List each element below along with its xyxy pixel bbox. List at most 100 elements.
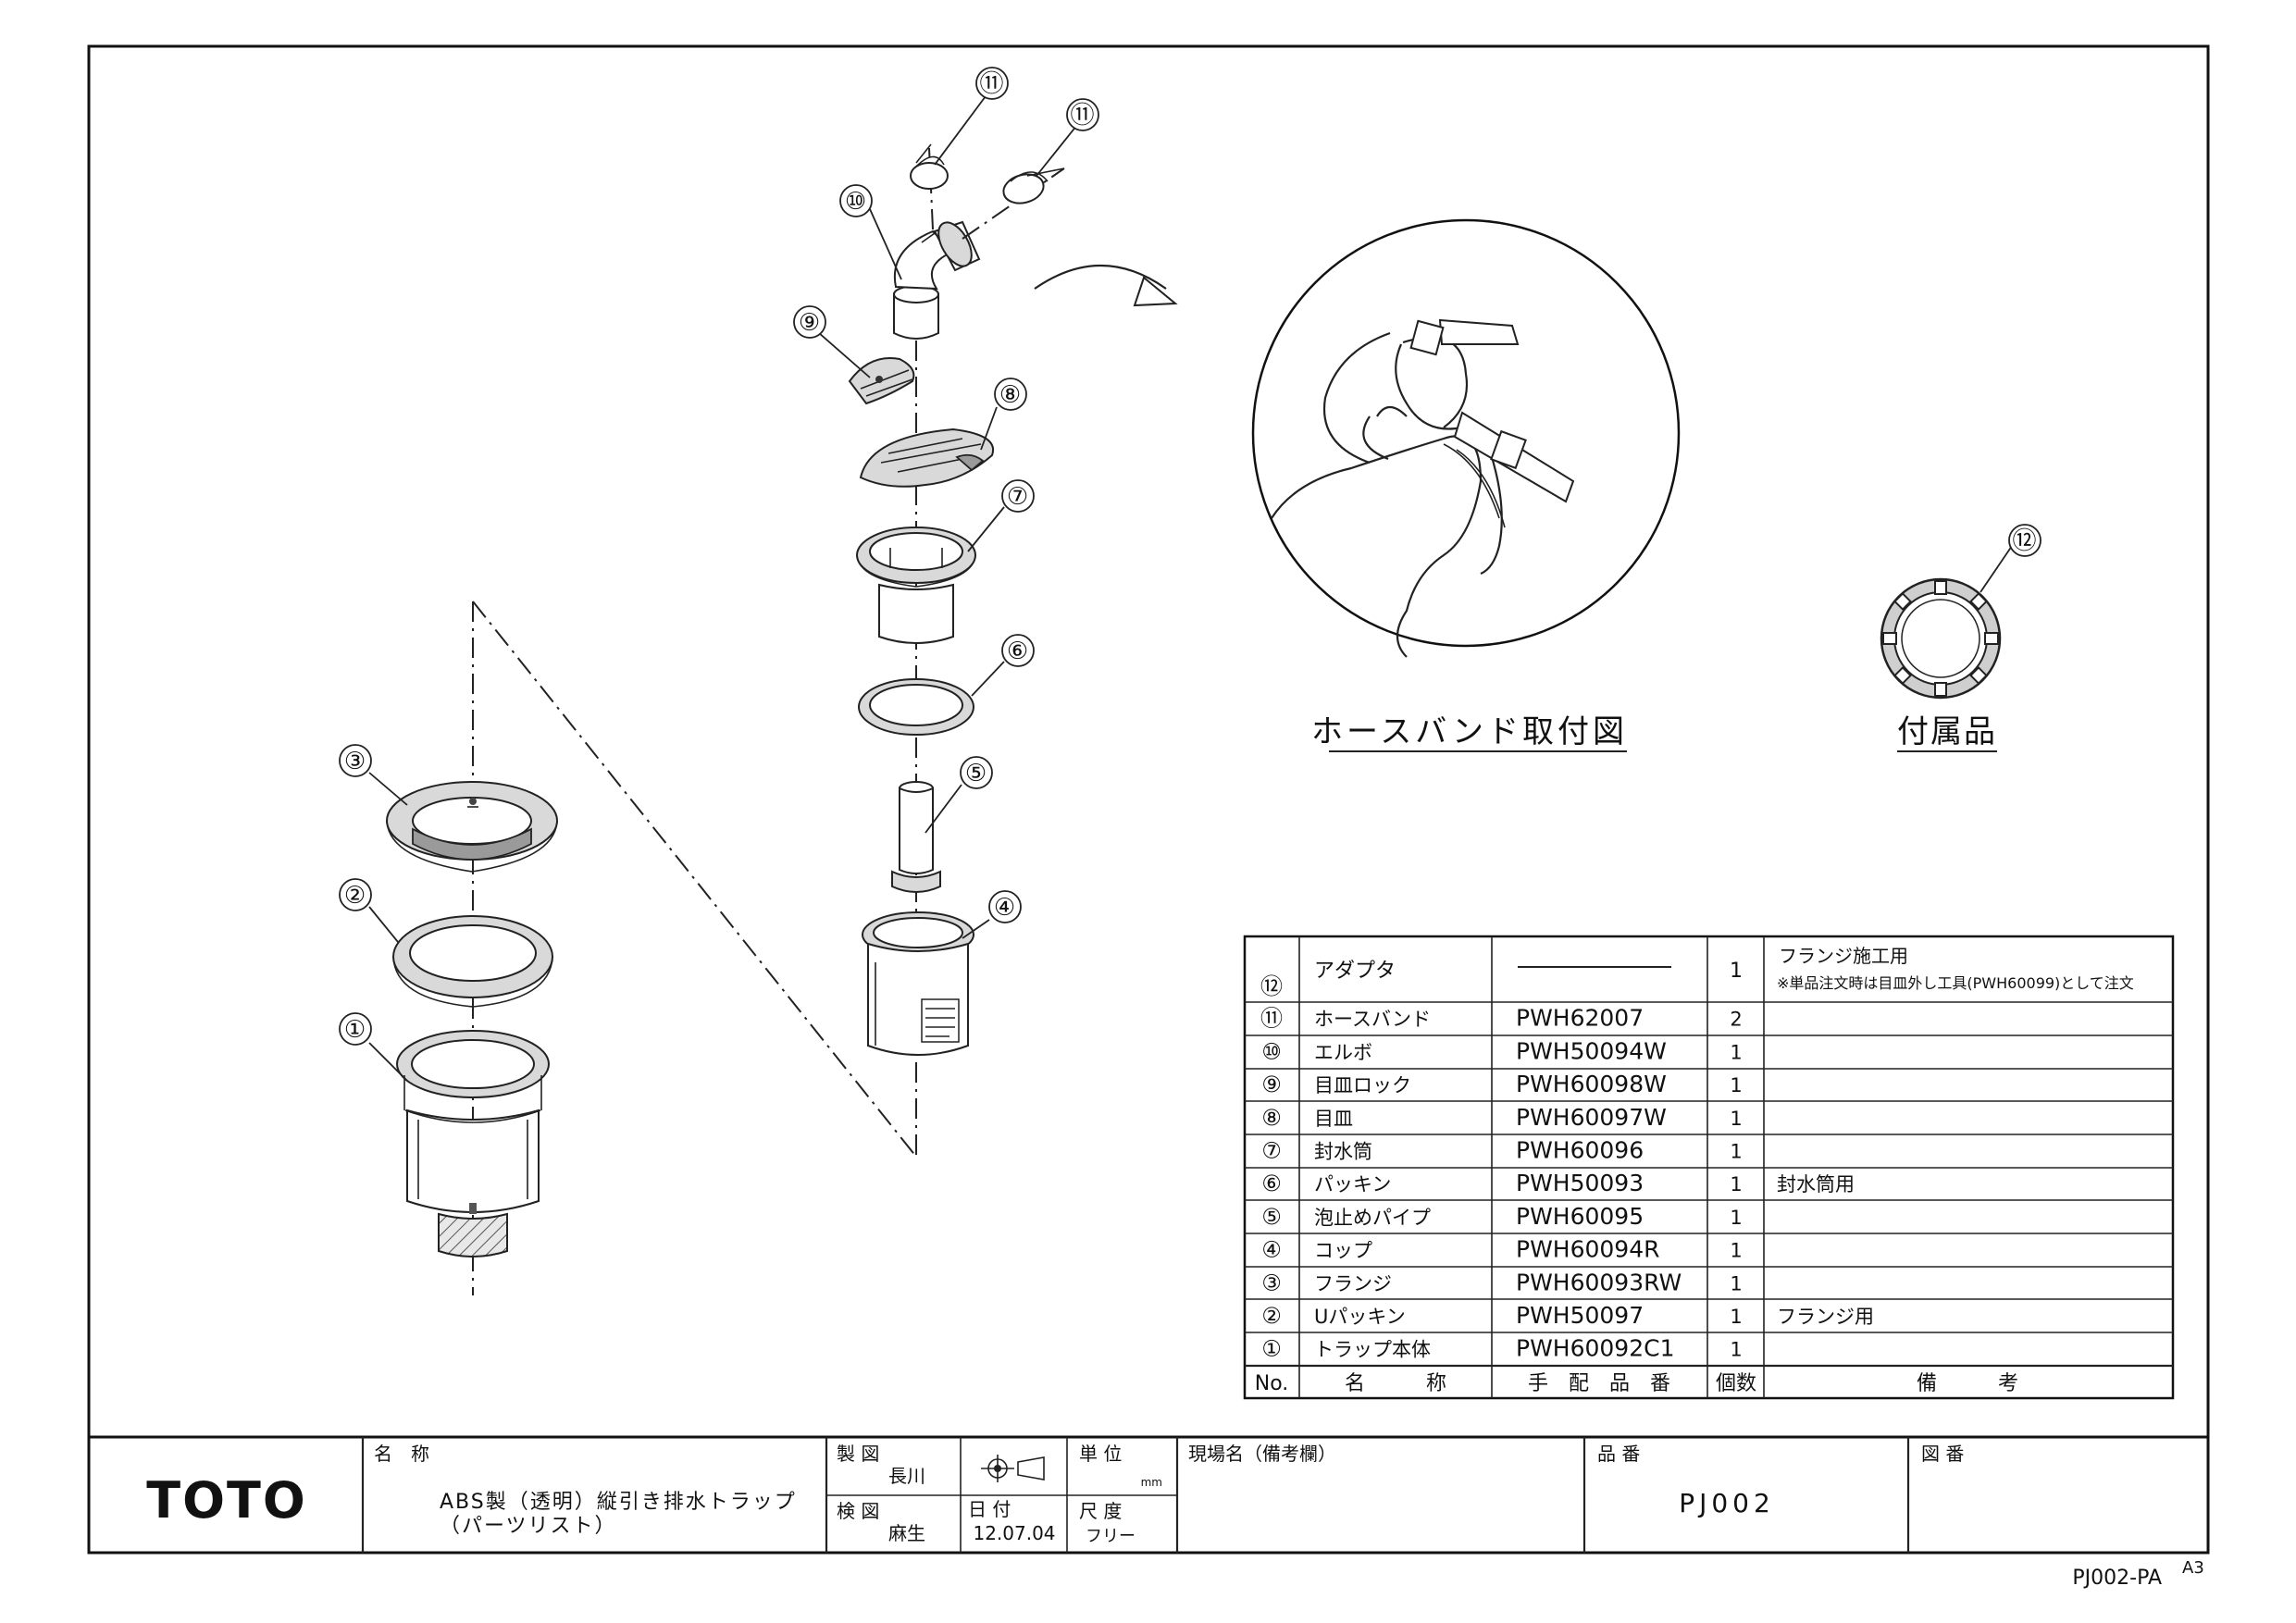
header-remarks: 備 考 [1917, 1372, 2018, 1395]
row12-name: アダプタ [1314, 960, 1396, 983]
table-cell-qty: 1 [1730, 1339, 1742, 1361]
row12-remarks: フランジ施工用 [1779, 945, 1908, 967]
header-part-no: 手 配 品 番 [1528, 1372, 1670, 1395]
unit-value: mm [1141, 1476, 1162, 1489]
table-cell-qty: 1 [1730, 1240, 1742, 1262]
callout-5: ⑤ [965, 760, 987, 787]
part-elbow [893, 147, 1065, 340]
callout-3: ③ [344, 748, 366, 775]
table-cell-part-no: PWH60098W [1516, 1071, 1667, 1097]
paper-size: A3 [2182, 1558, 2204, 1578]
callout-4: ④ [994, 894, 1016, 922]
table-cell-qty: 1 [1730, 1272, 1742, 1295]
callout-12: ⑫ [2012, 527, 2037, 555]
callout-6: ⑥ [1007, 638, 1029, 665]
callouts: ③ ② ① ④ ⑤ ⑥ ⑦ ⑧ ⑨ ⑩ ⑪ ⑪ ⑫ [339, 67, 2042, 1082]
table-cell-name: Uパッキン [1314, 1306, 1406, 1328]
table-cell-qty: 1 [1730, 1041, 1742, 1063]
table-cell-qty: 1 [1730, 1306, 1742, 1328]
scale-value: フリー [1086, 1527, 1136, 1546]
left-assembly [386, 601, 917, 1295]
header-no: No. [1255, 1372, 1289, 1395]
part-packing [858, 678, 974, 736]
drawing-number-label: 図 番 [1921, 1443, 1964, 1465]
table-cell-name: コップ [1314, 1240, 1372, 1262]
checked-by: 麻生 [888, 1522, 925, 1544]
table-cell-remarks: 封水筒用 [1777, 1173, 1855, 1196]
unit-label: 単 位 [1079, 1443, 1122, 1465]
accessory-caption: 付属品 [1897, 713, 1997, 750]
table-cell-part-no: PWH60092C1 [1516, 1335, 1674, 1362]
parts-list-table: ⑫ アダプタ 1 フランジ施工用 ※単品注文時は目皿外し工具(PWH60099)… [1243, 935, 2175, 1400]
callout-9: ⑨ [799, 309, 821, 337]
product-name-line2: （パーツリスト） [440, 1515, 617, 1538]
table-cell-qty: 1 [1730, 1141, 1742, 1163]
table-cell-part-no: PWH50097 [1516, 1302, 1644, 1329]
document-code: PJ002-PA [2072, 1567, 2162, 1590]
table-cell-part-no: PWH60096 [1516, 1137, 1644, 1164]
detail-arrow [1034, 265, 1178, 307]
part-trap-body [396, 1030, 550, 1258]
table-cell-qty: 2 [1730, 1009, 1742, 1031]
table-cell-name: フランジ [1314, 1272, 1392, 1295]
center-assembly [848, 143, 1065, 1157]
table-cell-part-no: PWH60093RW [1516, 1269, 1682, 1295]
hose-band-detail [1251, 218, 1681, 658]
part-hose-band-1 [910, 143, 949, 190]
table-cell-part-no: PWH62007 [1516, 1005, 1644, 1032]
part-cover-lock [848, 357, 915, 405]
part-drain-cover [859, 427, 995, 488]
table-cell-part-no: PWH60094R [1516, 1236, 1660, 1263]
projection-symbol-icon [981, 1455, 1045, 1482]
table-cell-no: ⑤ [1261, 1204, 1282, 1230]
table-cell-no: ⑦ [1261, 1138, 1282, 1164]
table-cell-no: ⑥ [1261, 1171, 1282, 1196]
header-qty: 個数 [1716, 1372, 1756, 1395]
row12-qty: 1 [1730, 960, 1743, 983]
table-cell-name: 封水筒 [1314, 1141, 1372, 1163]
hose-band-caption: ホースバンド取付図 [1311, 713, 1628, 750]
table-cell-no: ⑨ [1261, 1072, 1282, 1097]
callout-7: ⑦ [1007, 483, 1029, 511]
part-foam-stop-pipe [891, 781, 941, 893]
table-cell-name: 目皿ロック [1314, 1074, 1411, 1096]
row12-no: ⑫ [1260, 973, 1283, 999]
callout-11b: ⑪ [1070, 102, 1095, 130]
part-hose-band-2 [1002, 167, 1065, 204]
date-label: 日 付 [968, 1498, 1011, 1520]
table-cell-qty: 1 [1730, 1207, 1742, 1229]
table-cell-part-no: PWH50094W [1516, 1037, 1667, 1064]
table-cell-qty: 1 [1730, 1173, 1742, 1196]
scale-label: 尺 度 [1079, 1500, 1122, 1522]
table-cell-name: 目皿 [1314, 1108, 1353, 1130]
table-cell-part-no: PWH50093 [1516, 1170, 1644, 1196]
table-cell-no: ② [1261, 1303, 1282, 1329]
callout-10: ⑩ [845, 188, 867, 216]
name-label: 名 称 [374, 1443, 429, 1465]
table-cell-part-no: PWH60095 [1516, 1203, 1644, 1230]
title-block: TOTO 名 称 ABS製（透明）縦引き排水トラップ （パーツリスト） 製 図 … [89, 1435, 2208, 1553]
table-cell-name: トラップ本体 [1314, 1339, 1431, 1361]
checked-label: 検 図 [837, 1500, 879, 1522]
drawn-by: 長川 [888, 1465, 925, 1487]
part-u-packing [392, 915, 553, 1008]
table-cell-no: ④ [1261, 1237, 1282, 1263]
date-value: 12.07.04 [973, 1522, 1055, 1544]
table-cell-name: ホースバンド [1314, 1009, 1431, 1031]
product-number-label: 品 番 [1597, 1443, 1640, 1465]
site-label: 現場名（備考欄） [1188, 1443, 1336, 1465]
drawing-frame [87, 44, 2210, 1555]
table-cell-part-no: PWH60097W [1516, 1104, 1667, 1131]
row12-remarks2: ※単品注文時は目皿外し工具(PWH60099)として注文 [1777, 974, 2134, 992]
table-cell-no: ⑧ [1261, 1105, 1282, 1131]
callout-2: ② [344, 882, 366, 910]
product-name-line1: ABS製（透明）縦引き排水トラップ [440, 1491, 797, 1514]
part-adapter-ring [1880, 577, 2002, 700]
header-name: 名 称 [1345, 1372, 1446, 1395]
callout-1: ① [344, 1016, 366, 1044]
part-flange [386, 781, 558, 873]
table-cell-qty: 1 [1730, 1108, 1742, 1130]
part-cup [862, 911, 974, 1056]
